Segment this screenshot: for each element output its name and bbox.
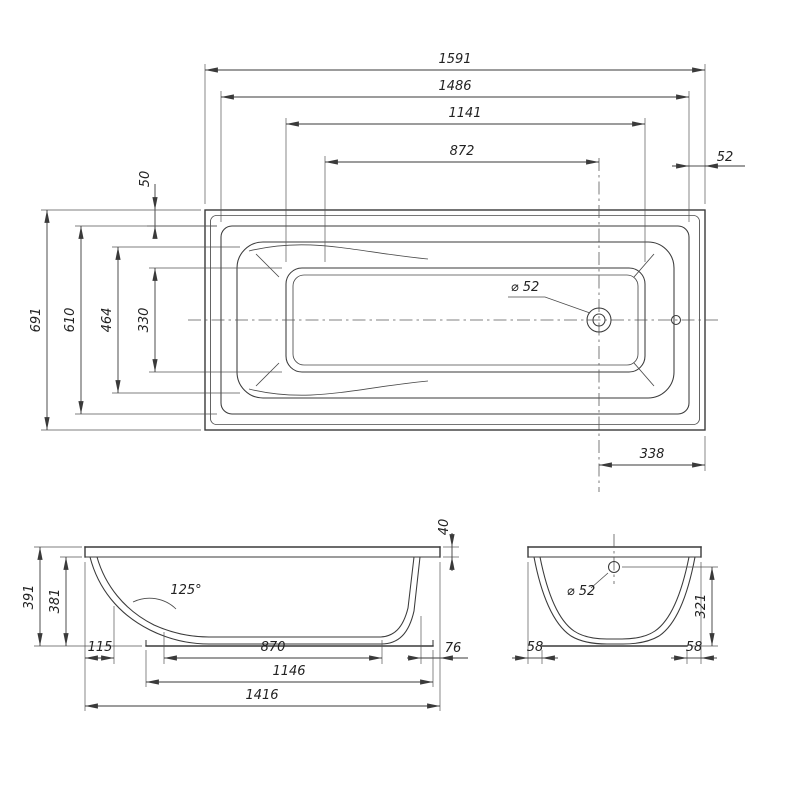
dim-end-left-overhang: 58 (512, 562, 558, 664)
tub-end-outline (527, 546, 702, 647)
dim-label-rim-height: 40 (437, 519, 452, 536)
dim-label-floor-width: 330 (137, 308, 152, 333)
dim-label-drain-diameter: ⌀ 52 (511, 280, 540, 295)
dim-label-inner-height: 381 (48, 589, 63, 614)
dim-label-floor-to-drain: 872 (450, 144, 475, 159)
end-shell-profile (533, 556, 696, 645)
overflow-diameter-callout: ⌀ 52 (567, 572, 609, 599)
overflow-hole (607, 560, 621, 574)
dim-end-overflow-height: 321 (622, 566, 718, 647)
drain-hole (592, 313, 606, 327)
dim-label-overall-width: 691 (29, 308, 44, 333)
dim-top-basin-width: 464 (100, 246, 240, 394)
dim-top-floor-to-drain: 872 (324, 144, 600, 262)
dim-label-right-overhang: 76 (445, 641, 462, 656)
dim-label-basin-width: 464 (100, 308, 115, 333)
dim-top-rim-width-right: 52 (672, 150, 745, 169)
overflow-mark (670, 314, 682, 326)
dim-label-overall-length: 1591 (438, 52, 471, 67)
dim-label-overflow-diameter: ⌀ 52 (567, 584, 596, 599)
dim-front-inner-height: 381 (48, 556, 82, 647)
dim-front-right-overhang: 76 (407, 616, 468, 664)
tub-front-outline (84, 546, 441, 647)
dim-front-base-length: 1146 (145, 650, 434, 687)
dim-top-overall-width: 691 (29, 209, 201, 431)
dim-label-overall-height: 391 (22, 585, 37, 610)
front-shell-profile (89, 556, 421, 645)
dim-end-right-overhang: 58 (671, 562, 717, 664)
dim-label-left-overhang: 115 (88, 640, 113, 655)
dim-top-overall-length: 1591 (204, 52, 706, 204)
dim-label-rim-width-top: 50 (138, 171, 153, 188)
centerlines (188, 158, 722, 492)
dim-top-rim-length: 1486 (220, 79, 690, 222)
end-section-view: ⌀ 52 321 58 58 (512, 534, 718, 664)
end-inner-profile (539, 556, 690, 640)
dim-label-end-right-overhang: 58 (686, 640, 703, 655)
dim-label-rim-inner-width: 610 (63, 308, 78, 333)
dim-front-rim-height: 40 (437, 519, 459, 571)
dim-label-drain-offset: 338 (640, 447, 665, 462)
top-view: 1591 1486 1141 872 52 (29, 52, 745, 492)
front-section-view: 125° 40 391 381 115 (22, 519, 468, 711)
dim-top-rim-inner-width: 610 (63, 225, 217, 415)
dim-label-basin-length: 1141 (448, 106, 481, 121)
backrest-contour-bottom (248, 380, 429, 396)
dim-front-floor-length: 870 (163, 632, 383, 664)
drain-diameter-callout: ⌀ 52 (508, 280, 591, 314)
dim-label-wall-angle: 125° (170, 583, 201, 598)
dim-top-floor-width: 330 (137, 267, 282, 373)
drain-flange (586, 307, 612, 333)
dim-top-basin-length: 1141 (285, 106, 646, 262)
dim-label-bottom-length: 1416 (245, 688, 278, 703)
dim-front-overall-height: 391 (22, 546, 142, 647)
dim-label-overflow-height: 321 (694, 594, 709, 619)
dim-label-floor-length: 870 (261, 640, 286, 655)
drain (586, 307, 612, 333)
dim-front-bottom-length: 1416 (84, 562, 441, 711)
wall-angle-callout: 125° (132, 583, 202, 610)
dim-label-base-length: 1146 (272, 664, 305, 679)
front-inner-profile (96, 556, 415, 638)
backrest-contour-top (248, 244, 429, 260)
dim-label-rim-length: 1486 (438, 79, 471, 94)
dim-label-rim-width-right: 52 (717, 150, 734, 165)
dim-label-end-left-overhang: 58 (527, 640, 544, 655)
dim-top-rim-width-top: 50 (138, 171, 217, 239)
dim-front-left-overhang: 115 (84, 562, 115, 711)
dim-top-drain-offset: 338 (598, 436, 706, 471)
